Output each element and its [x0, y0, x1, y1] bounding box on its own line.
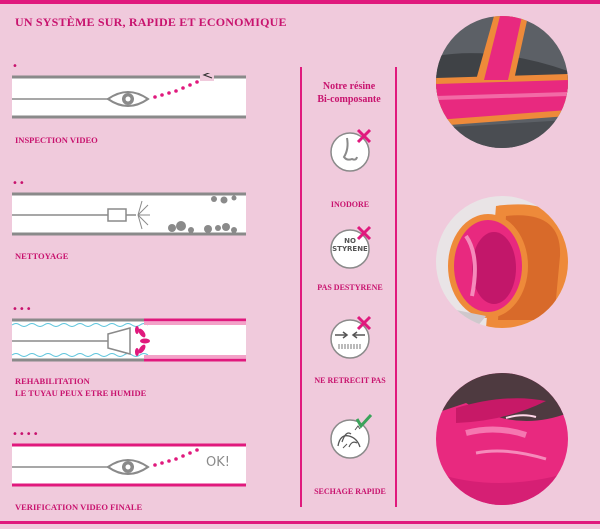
shrink-arrows-icon — [330, 315, 372, 359]
eye-icon — [106, 91, 150, 107]
drying-icon — [330, 414, 373, 459]
cross-icon — [356, 225, 372, 241]
water-wave-top — [11, 323, 149, 327]
crack-icon — [202, 73, 213, 79]
feature-label-pas-destyrene: PAS DESTYRENE — [317, 283, 383, 292]
eye-icon — [106, 459, 150, 475]
inversion-drum-icon — [107, 327, 131, 355]
no-styrene-icon: NO STYRENE — [327, 224, 373, 270]
inspection-pipe-diagram — [12, 73, 246, 119]
resin-burst-icon — [135, 326, 150, 356]
debris-icon — [168, 195, 237, 233]
step-2-label: NETTOYAGE — [15, 251, 69, 261]
feature-label-sechage-rapide: SECHAGE RAPIDE — [314, 487, 386, 496]
ok-text: OK! — [206, 455, 230, 470]
feature-label-inodore: INODORE — [330, 200, 370, 209]
sight-line-dots — [153, 448, 199, 467]
step-4-dots: •••• — [12, 429, 40, 440]
cleaning-pipe-diagram — [12, 192, 246, 236]
feature-label-ne-retrecit-pas: NE RETRECIT PAS — [314, 376, 386, 385]
step-3-label: REHABILITATION — [15, 376, 90, 386]
no-styrene-icon-text: NO STYRENE — [331, 237, 369, 253]
resin-title-line-1: Notre résine — [322, 81, 376, 92]
step-1-label: INSPECTION VIDEO — [15, 135, 98, 145]
sight-line-dots — [153, 80, 199, 99]
resin-surface-photo — [436, 373, 568, 505]
bottom-accent-bar — [0, 521, 600, 524]
top-accent-bar — [0, 0, 600, 4]
spray-icon — [137, 200, 150, 230]
pipe-junction-photo — [436, 16, 568, 148]
nose-icon — [330, 128, 372, 172]
step-3-dots: ••• — [12, 304, 33, 315]
cross-icon — [356, 128, 372, 144]
no-styrene-text-1: NO — [344, 237, 356, 245]
no-styrene-text-2: STYRENE — [332, 245, 368, 253]
column-divider-right — [395, 67, 397, 507]
verification-pipe-diagram: OK! — [10, 441, 248, 489]
step-1-dots: • — [12, 61, 19, 72]
resin-title: Notre résine Bi-composante — [302, 80, 396, 106]
cross-icon — [356, 315, 372, 331]
pipe-liner-photo — [436, 196, 568, 328]
step-2-dots: •• — [12, 178, 26, 189]
check-icon — [355, 414, 373, 429]
resin-title-line-2: Bi-composante — [317, 94, 381, 105]
column-divider-left — [300, 67, 302, 507]
nozzle-icon — [107, 208, 136, 222]
page-title: UN SYSTÈME SUR, RAPIDE ET ECONOMIQUE — [15, 15, 287, 29]
water-wave-bottom — [11, 353, 149, 357]
step-4-label: VERIFICATION VIDEO FINALE — [15, 502, 143, 512]
step-3-sublabel: LE TUYAU PEUX ETRE HUMIDE — [15, 388, 147, 398]
rehabilitation-pipe-diagram — [11, 318, 246, 362]
